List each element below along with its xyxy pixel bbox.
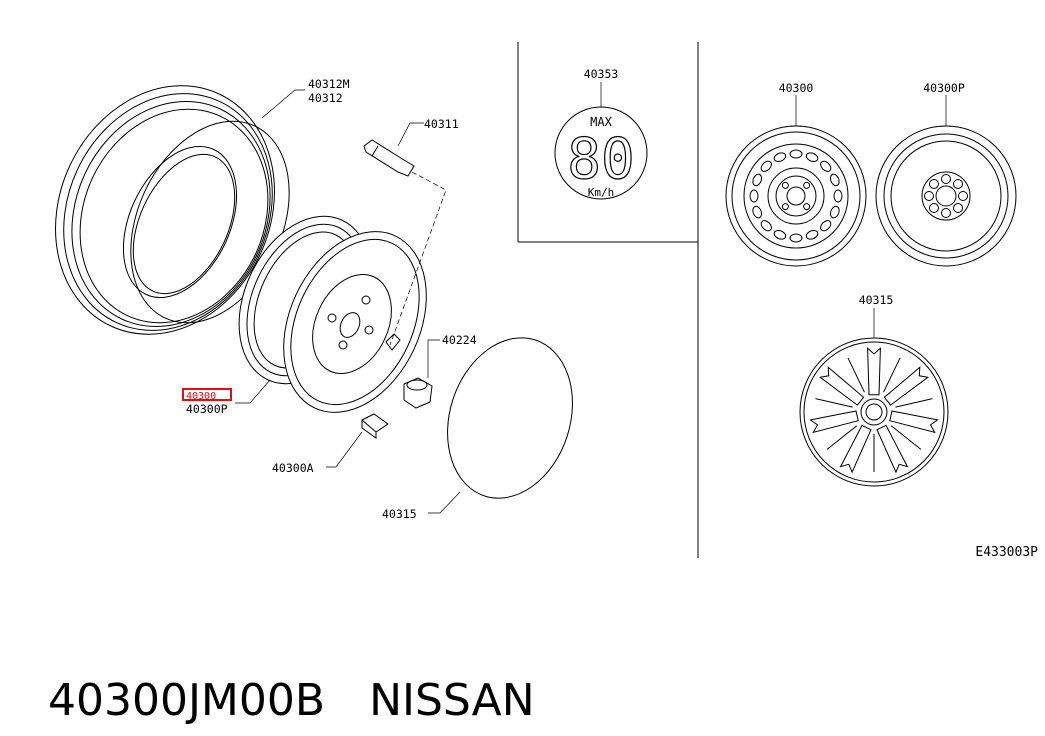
vent-hole	[820, 160, 832, 172]
label-wheel-cover: 40315	[859, 293, 894, 307]
lug-nut	[941, 208, 951, 218]
cover-spoke	[809, 410, 859, 434]
vent-hole	[773, 152, 787, 163]
vent-hole	[773, 229, 787, 240]
label-speed-label: 40353	[584, 67, 619, 81]
lug-nut	[924, 191, 934, 201]
vent-hole	[749, 189, 759, 203]
valve-drawing	[363, 139, 447, 346]
vent-hole	[820, 220, 832, 232]
speed-badge-max: MAX	[590, 115, 612, 129]
label-alloy-wheel: 40300P	[923, 81, 965, 95]
part-number: 40300JM00B	[47, 675, 326, 726]
tire-drawing	[55, 85, 290, 335]
part-caption: 40300JM00B NISSAN	[20, 596, 535, 726]
steel-wheel-drawing	[725, 125, 867, 267]
vent-hole	[752, 173, 763, 187]
label-tire: 40312M	[308, 77, 350, 91]
vent-hole	[760, 160, 772, 172]
cover-spoke	[889, 410, 939, 434]
alloy-wheel-drawing	[875, 125, 1017, 267]
leader-lines	[235, 82, 947, 514]
wheel-nut-drawing	[385, 333, 433, 409]
cover-rib	[895, 398, 933, 408]
speed-badge-number: 80	[567, 127, 634, 192]
wheel-cover-drawing	[799, 337, 949, 487]
cover-rib	[883, 357, 901, 393]
lug-hole	[803, 203, 811, 211]
vent-hole	[829, 205, 840, 219]
lug-hole	[803, 181, 811, 189]
cover-spoke	[876, 424, 909, 474]
cover-rib	[890, 425, 922, 450]
label-valve: 40311	[424, 117, 459, 131]
brand-name: NISSAN	[369, 675, 535, 726]
cover-spoke	[818, 366, 865, 406]
cover-rib	[815, 398, 853, 408]
label-wheel-highlighted[interactable]: 40300	[186, 391, 216, 402]
figure-code: E433003P	[975, 545, 1038, 560]
lug-nut	[953, 203, 964, 214]
label-steel-wheel: 40300	[779, 81, 814, 95]
speed-badge-unit: Km/h	[588, 186, 615, 199]
panel-dividers	[517, 42, 699, 558]
vent-hole	[760, 220, 772, 232]
vent-hole	[789, 233, 803, 243]
parts-diagram: MAX 80 Km/h	[55, 42, 1038, 560]
cover-spoke	[839, 424, 872, 474]
cover-spoke	[883, 366, 930, 406]
vent-hole	[829, 173, 840, 187]
lug-nut	[928, 203, 939, 214]
wheel-drawing	[238, 215, 427, 413]
lug-nut	[941, 174, 951, 184]
label-tire-alt: 40312	[308, 91, 343, 105]
highlight-box[interactable]	[182, 388, 232, 401]
weight-drawing	[361, 413, 389, 439]
vent-hole	[805, 152, 819, 163]
disc-cover-drawing	[447, 337, 573, 499]
cover-rib	[826, 425, 858, 450]
vent-hole	[805, 229, 819, 240]
cover-spoke	[867, 347, 881, 396]
label-weight: 40300A	[272, 461, 314, 475]
vent-hole	[833, 189, 843, 203]
label-disc-cover: 40315	[382, 507, 417, 521]
lug-nut	[953, 178, 964, 189]
label-wheel-nut: 40224	[442, 333, 477, 347]
lug-nut	[928, 178, 939, 189]
vent-hole	[752, 205, 763, 219]
vent-hole	[789, 149, 803, 159]
lug-nut	[958, 191, 968, 201]
speed-label-drawing: MAX 80 Km/h	[554, 106, 648, 200]
cover-rib	[847, 357, 865, 393]
lug-hole	[781, 203, 789, 211]
label-wheel-alt: 40300P	[186, 402, 228, 416]
lug-hole	[781, 181, 789, 189]
